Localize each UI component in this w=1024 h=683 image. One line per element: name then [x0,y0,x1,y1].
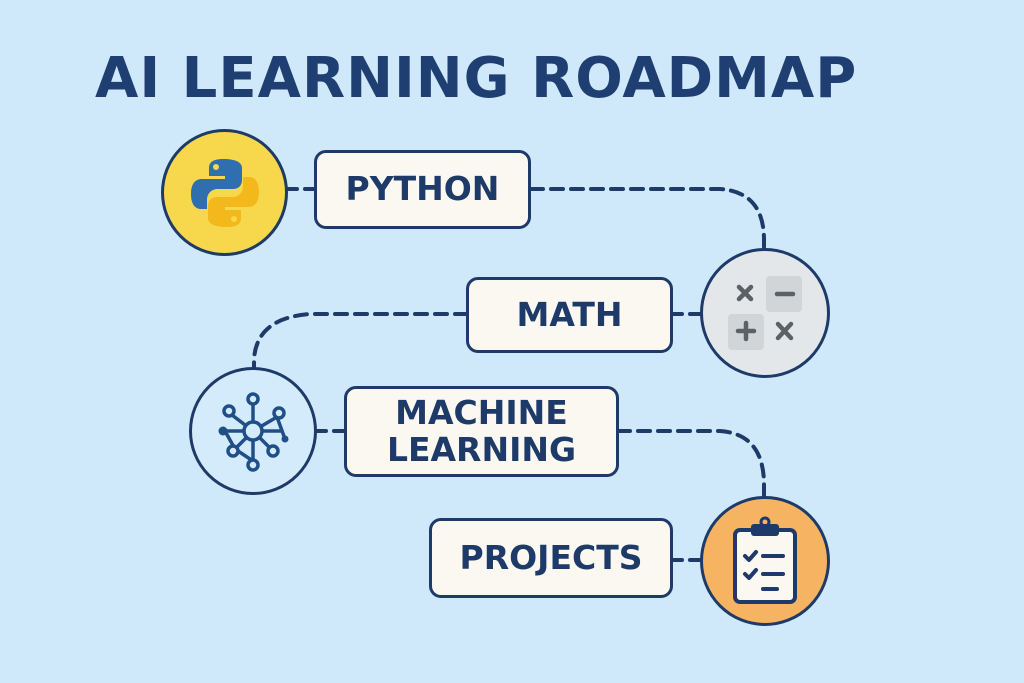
python-step-circle [161,129,288,256]
step-projects[interactable]: PROJECTS [429,518,673,598]
page-title: AI LEARNING ROADMAP [95,46,858,111]
dashed-path-python-math [529,187,766,251]
step-label: PYTHON [345,169,500,209]
step-label: PROJECTS [459,537,643,577]
python-logo-icon [190,158,259,227]
projects-step-circle [700,496,830,626]
dashed-path-math-ml [252,312,469,370]
step-math[interactable]: MATH [466,277,673,353]
step-python[interactable]: PYTHON [314,150,531,229]
step-label: MATH [516,294,623,334]
ml-step-circle [189,367,317,495]
step-label: MACHINE LEARNING [386,392,577,469]
step-machine-learning[interactable]: MACHINE LEARNING [344,386,619,477]
math-operators-icon [728,276,802,350]
clipboard-checklist-icon [733,516,797,604]
neural-network-icon [218,392,289,472]
math-step-circle [700,248,830,378]
dashed-path-ml-projects [616,429,766,499]
